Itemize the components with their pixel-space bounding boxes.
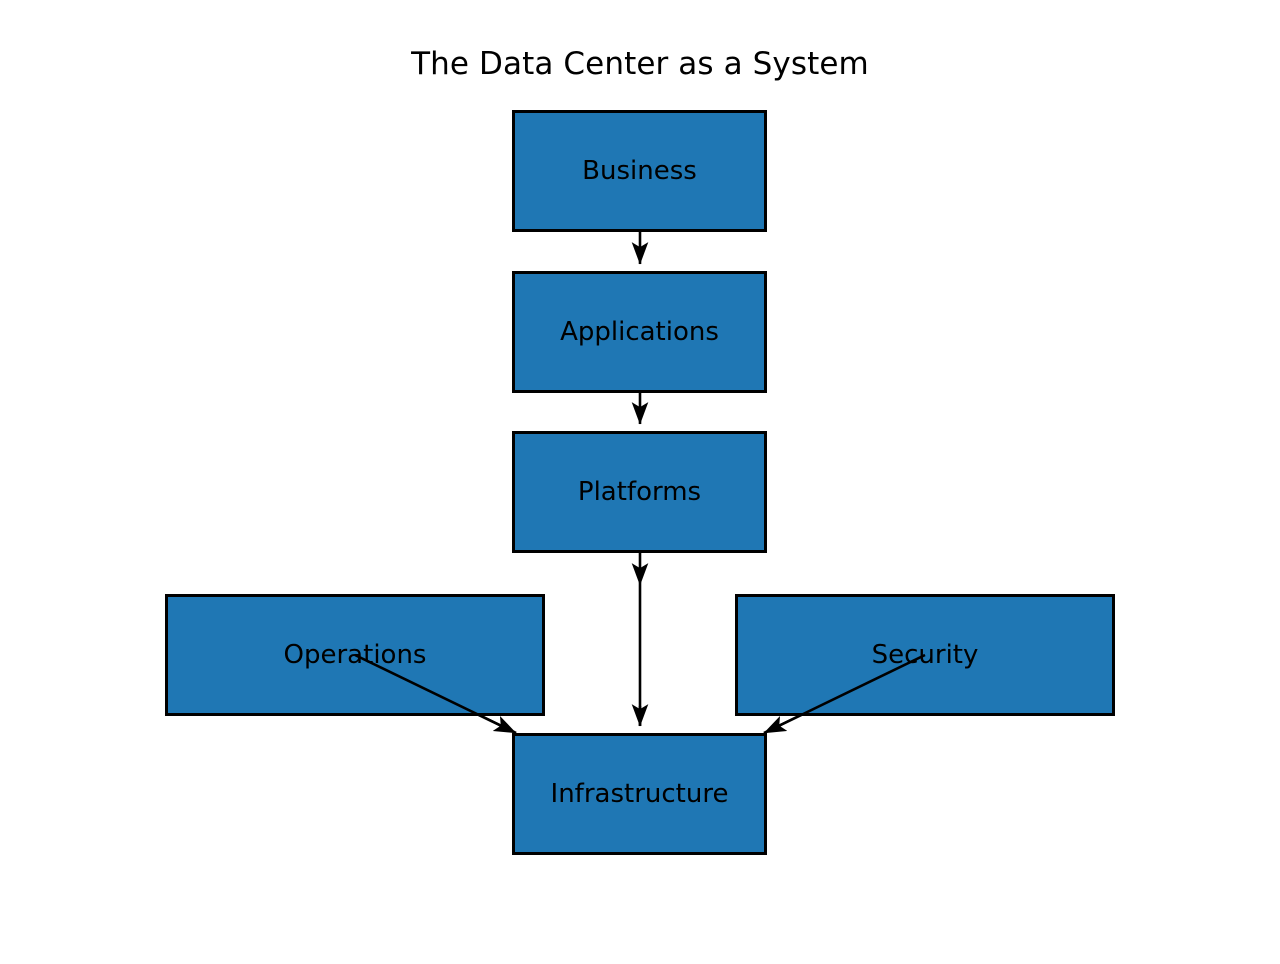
node-applications[interactable]: Applications	[512, 271, 767, 393]
node-security[interactable]: Security	[735, 594, 1115, 716]
node-operations[interactable]: Operations	[165, 594, 545, 716]
node-business[interactable]: Business	[512, 110, 767, 232]
node-infrastructure[interactable]: Infrastructure	[512, 733, 767, 855]
node-operations-label: Operations	[283, 640, 427, 670]
node-platforms-label: Platforms	[577, 477, 702, 507]
node-security-label: Security	[871, 640, 979, 670]
node-applications-label: Applications	[560, 317, 719, 347]
node-platforms[interactable]: Platforms	[512, 431, 767, 553]
node-infrastructure-label: Infrastructure	[550, 779, 729, 809]
page-title: The Data Center as a System	[411, 46, 869, 82]
node-business-label: Business	[582, 156, 697, 186]
